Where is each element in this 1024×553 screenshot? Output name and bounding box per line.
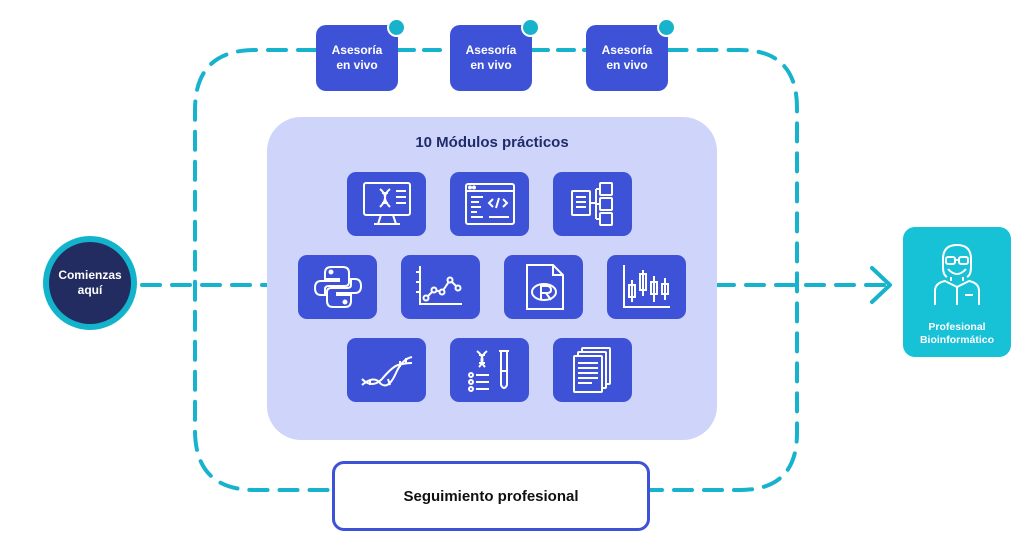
advisory-label: Asesoría en vivo [601,43,653,72]
lab-test-tube-icon [467,350,509,392]
start-inner: Comienzas aquí [49,242,131,324]
goal-card: Profesional Bioinformático [903,227,1011,357]
line-chart-icon [415,266,462,305]
module-tile-10 [553,338,632,402]
advisory-box-2: Asesoría en vivo [450,18,540,91]
code-window-icon [464,183,515,225]
dna-monitor-icon [362,182,411,225]
advisory-label: Asesoría en vivo [465,43,517,72]
python-icon [313,266,362,308]
module-tile-7 [607,255,686,319]
module-tile-8 [347,338,426,402]
module-tile-4 [298,255,377,319]
scientist-icon [934,243,980,305]
module-tile-6 [504,255,583,319]
follow-up-label: Seguimiento profesional [403,487,579,505]
advisory-box-3: Asesoría en vivo [586,18,676,91]
dot-icon [387,18,406,37]
documents-stack-icon [572,347,611,393]
modules-title: 10 Módulos prácticos [415,134,569,151]
document-tree-icon [570,182,613,226]
arrow-head-icon [870,266,892,304]
dot-icon [657,18,676,37]
module-tile-1 [347,172,426,236]
module-tile-9 [450,338,529,402]
dot-icon [521,18,540,37]
goal-label: Profesional Bioinformático [919,321,995,346]
module-tile-5 [401,255,480,319]
r-file-icon [525,264,564,310]
module-tile-2 [450,172,529,236]
advisory-box-1: Asesoría en vivo [316,18,406,91]
advisory-label: Asesoría en vivo [331,43,383,72]
start-circle: Comienzas aquí [43,236,137,330]
candlestick-chart-icon [622,265,670,308]
start-label: Comienzas aquí [58,268,122,297]
follow-up-box: Seguimiento profesional [332,461,650,531]
module-tile-3 [553,172,632,236]
dna-strand-icon [360,356,412,387]
